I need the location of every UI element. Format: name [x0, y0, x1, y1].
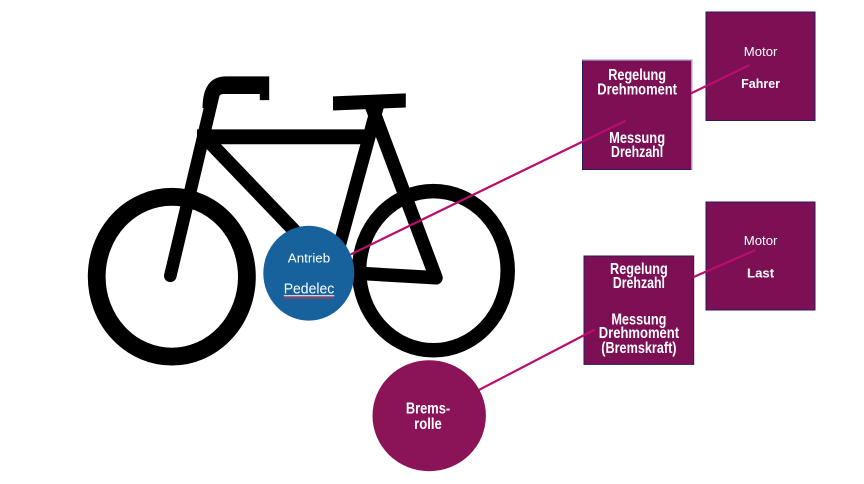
svg-text:Antrieb: Antrieb — [288, 250, 330, 265]
svg-text:Last: Last — [747, 266, 775, 281]
svg-text:Fahrer: Fahrer — [741, 76, 780, 91]
svg-text:Drehmoment: Drehmoment — [597, 82, 677, 99]
svg-text:Drehzahl: Drehzahl — [611, 144, 663, 161]
svg-text:Motor: Motor — [744, 233, 778, 248]
svg-text:Brems-: Brems- — [406, 401, 450, 418]
svg-text:Regelung: Regelung — [608, 67, 666, 84]
svg-text:Messung: Messung — [611, 312, 666, 329]
svg-text:Messung: Messung — [609, 130, 665, 147]
svg-text:Pedelec: Pedelec — [284, 281, 335, 297]
svg-text:Drehmoment: Drehmoment — [599, 325, 679, 342]
svg-text:rolle: rolle — [414, 416, 442, 433]
svg-text:Regelung: Regelung — [610, 261, 668, 278]
svg-text:Drehzahl: Drehzahl — [613, 275, 665, 292]
svg-text:Motor: Motor — [744, 44, 778, 59]
svg-text:(Bremskraft): (Bremskraft) — [601, 340, 676, 357]
